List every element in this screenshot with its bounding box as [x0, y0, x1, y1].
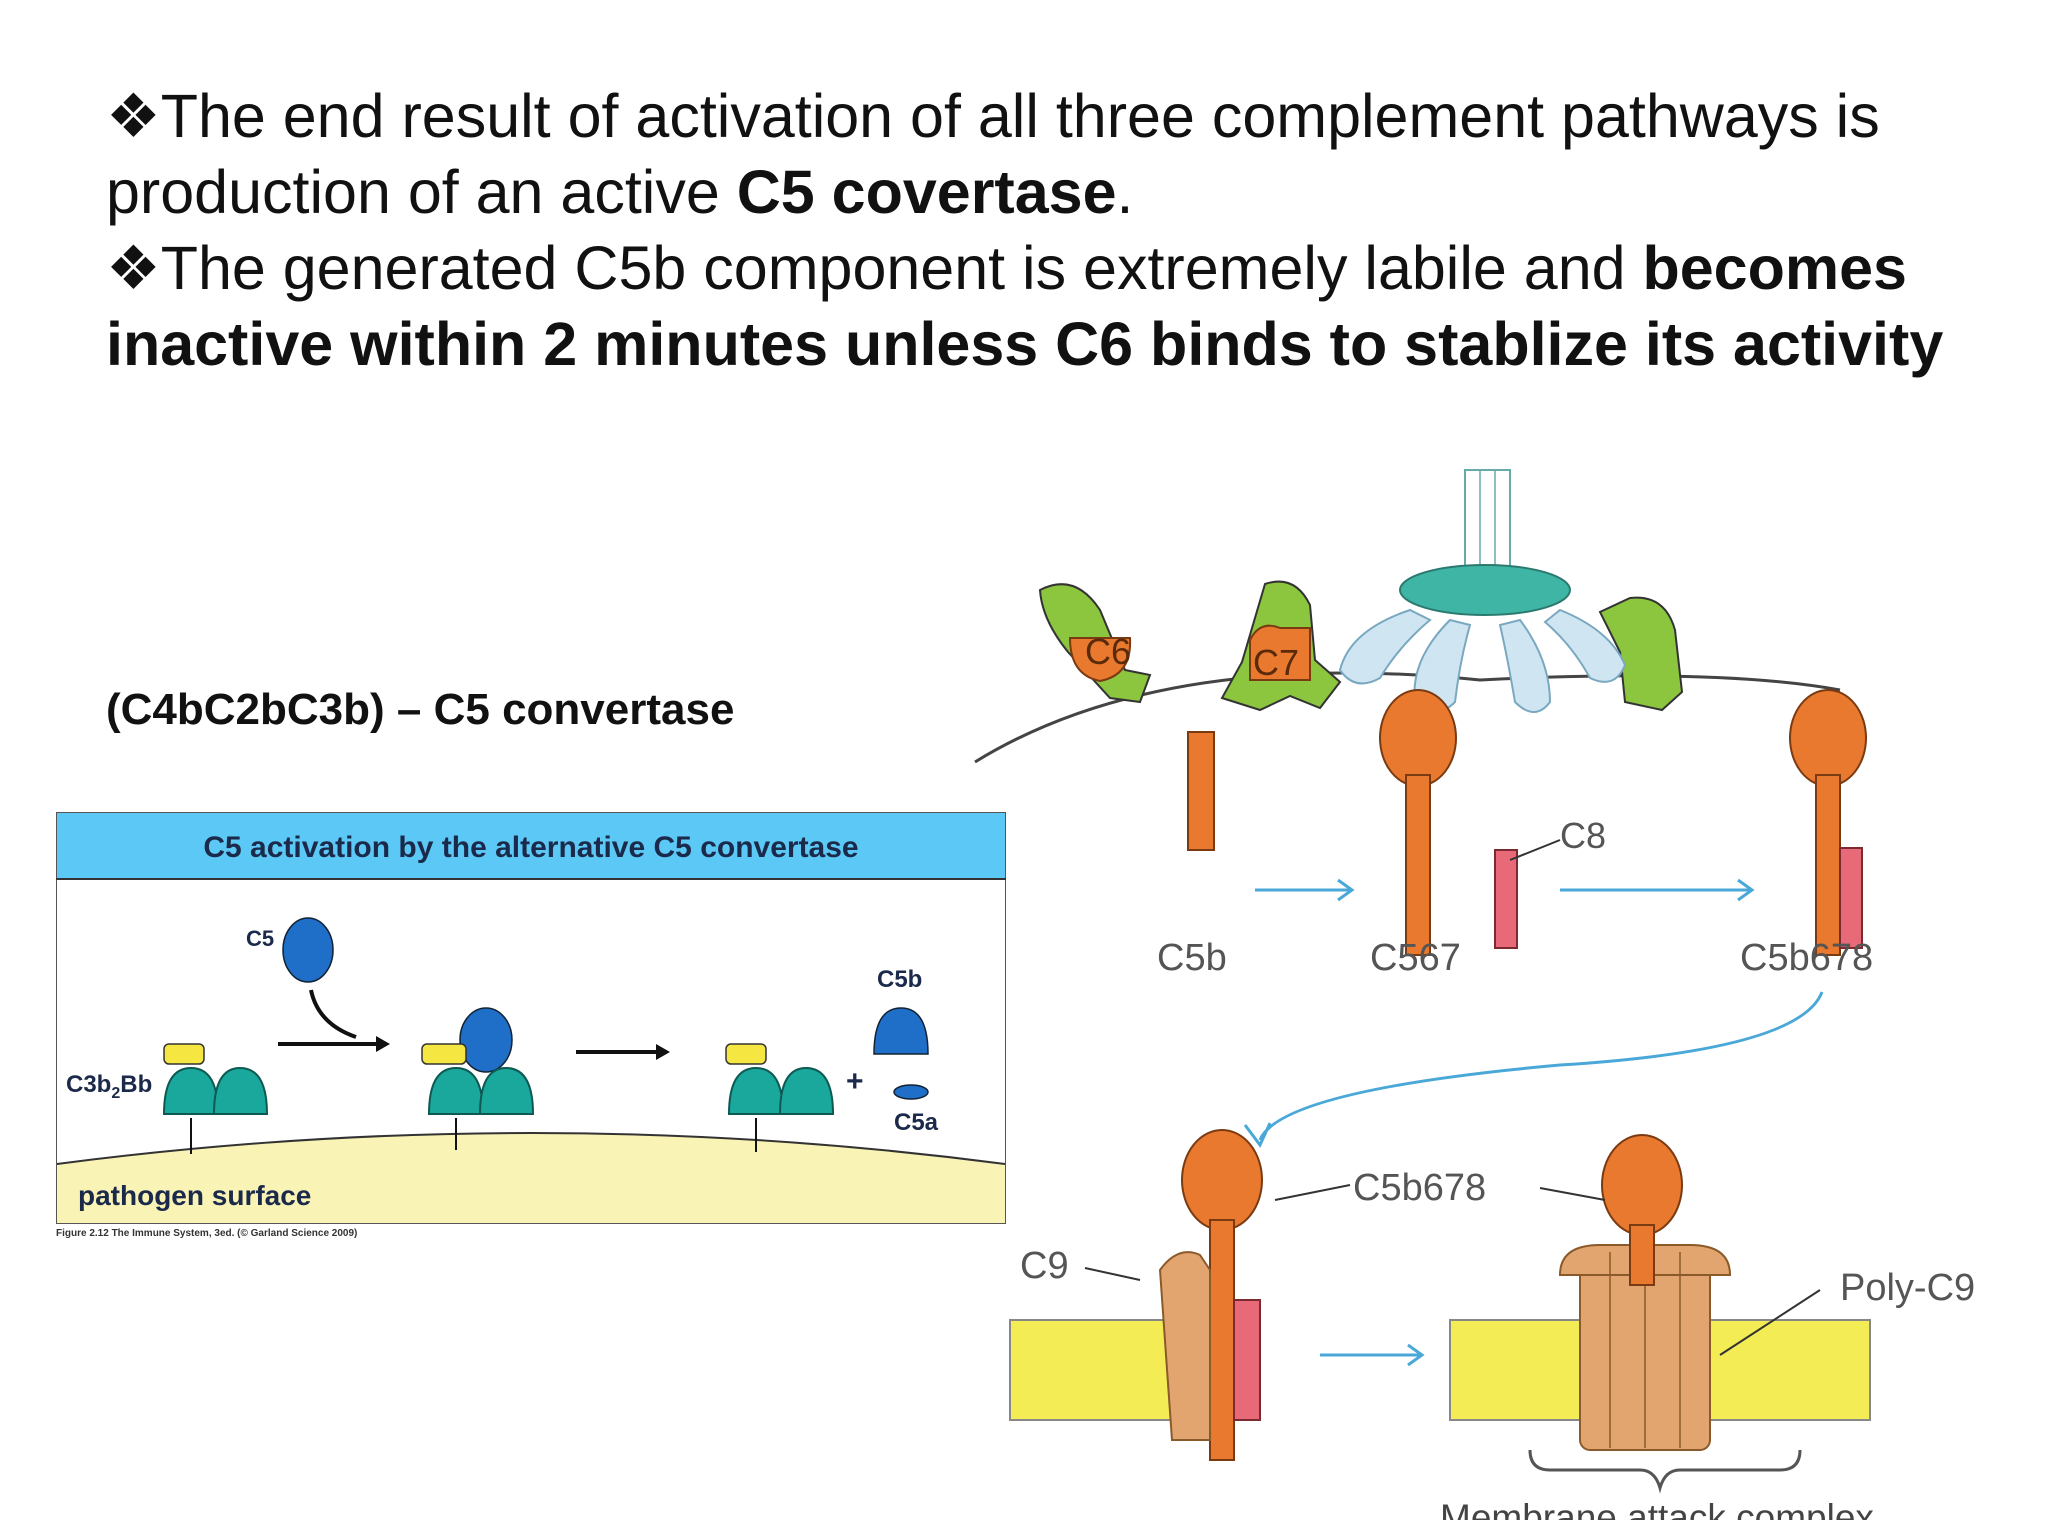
c7-label: C7 — [1253, 642, 1299, 683]
c567-complex — [1379, 689, 1457, 956]
plus-sign: + — [846, 1065, 864, 1098]
c6-molecule — [1068, 637, 1132, 683]
c5-label: C5 — [246, 926, 274, 951]
c5b678-complex-top — [1789, 689, 1867, 956]
figure-title: C5 activation by the alternative C5 conv… — [203, 831, 858, 864]
c5b-label: C5b — [877, 966, 922, 993]
c5b-text: C5b — [1157, 937, 1227, 979]
convertase-label: (C4bC2bC3b) – C5 convertase — [106, 685, 735, 734]
pathogen-surface — [57, 1133, 1005, 1223]
c5b678-top-text: C5b678 — [1740, 937, 1873, 979]
c5b678-bottom-text: C5b678 — [1353, 1167, 1486, 1209]
c5a-fragment — [893, 1084, 929, 1100]
poly-c9-pore — [1558, 1134, 1732, 1451]
c7-molecule — [1249, 624, 1311, 681]
c9-text: C9 — [1020, 1245, 1069, 1287]
bullet-diamond-icon: ❖ — [106, 234, 161, 302]
c8-text: C8 — [1560, 815, 1606, 856]
figure-caption: Figure 2.12 The Immune System, 3ed. (© G… — [56, 1228, 358, 1239]
figure-header — [57, 813, 1005, 879]
c3b2bb-label: C3b2Bb — [66, 1071, 152, 1102]
surface-label: pathogen surface — [78, 1180, 311, 1211]
complex-brace — [1528, 1449, 1802, 1494]
poly-c9-text: Poly-C9 — [1840, 1267, 1975, 1309]
bullet-diamond-icon: ❖ — [106, 82, 161, 150]
c6-label: C6 — [1085, 631, 1131, 672]
bullet-item-1: ❖The end result of activation of all thr… — [106, 82, 1880, 226]
mac-formation-figure: C6 C7 C5b C567 C8 C5b678 C5b678 C9 — [974, 469, 1975, 1520]
c5b678-c9-complex — [1158, 1129, 1263, 1461]
antibody-3 — [1598, 596, 1684, 712]
complex-caption: Membrane attack complex — [1440, 1497, 1874, 1520]
convertase-complex-1 — [162, 1043, 269, 1154]
convertase-complex-3 — [725, 1043, 835, 1152]
c567-text: C567 — [1370, 937, 1461, 979]
c5-activation-figure: C5 activation by the alternative C5 conv… — [56, 812, 1006, 1224]
c5b-molecule — [1187, 731, 1215, 851]
c5a-label: C5a — [894, 1109, 939, 1136]
convertase-complex-2 — [421, 1007, 535, 1150]
c5b-fragment — [873, 1007, 929, 1055]
bullet-list: ❖The end result of activation of all thr… — [106, 78, 2036, 382]
c8-molecule — [1494, 849, 1518, 949]
c1-complex — [1338, 469, 1627, 713]
c5-molecule — [282, 917, 334, 983]
bullet-item-2: ❖The generated C5b component is extremel… — [106, 234, 1944, 378]
